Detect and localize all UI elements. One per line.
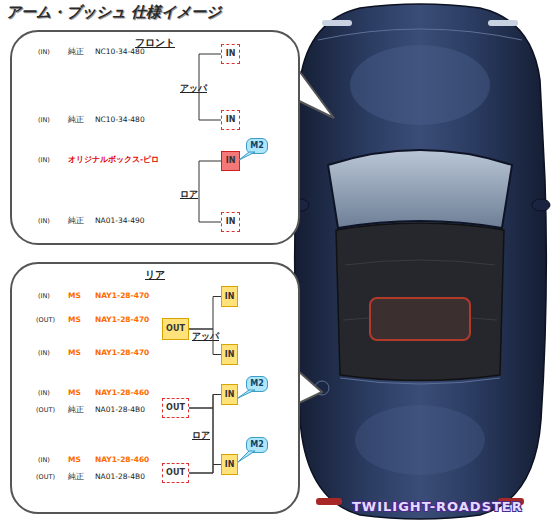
bushing-box: IN: [221, 344, 238, 365]
box-label: OUT: [163, 469, 188, 477]
bushing-box: OUT: [162, 463, 189, 483]
bubble-tail: [297, 68, 334, 118]
bushing-box: IN: [221, 110, 240, 130]
hood-line: [318, 29, 522, 40]
bushing-box: IN: [221, 44, 240, 64]
box-label: IN: [222, 461, 237, 469]
part-number: NA01-28-4B0: [95, 406, 145, 414]
bushing-box: IN: [221, 286, 238, 307]
bushing-box: IN: [221, 151, 240, 171]
port-tag: (OUT): [36, 407, 55, 414]
headlight: [322, 20, 352, 26]
part-number: NA01-28-4B0: [95, 473, 145, 481]
port-tag: (IN): [38, 390, 50, 397]
port-tag: (IN): [38, 350, 50, 357]
box-label: IN: [222, 50, 239, 58]
section-heading: リア: [12, 268, 298, 282]
watermark: TWILIGHT-ROADSTER: [352, 500, 523, 513]
port-tag: (IN): [38, 117, 50, 124]
soft-top: [336, 223, 504, 381]
callout-text: M2: [247, 142, 267, 150]
car-body: [295, 4, 547, 519]
part-number: NC10-34-480: [95, 116, 145, 124]
callout-number: M2: [246, 437, 268, 453]
part-number: オリジナルボックス-ピロ: [68, 156, 159, 164]
part-number: MS: [68, 292, 81, 300]
box-label: OUT: [163, 404, 188, 412]
bushing-box: IN: [221, 384, 238, 405]
port-tag: (IN): [38, 293, 50, 300]
trunk-line: [340, 378, 500, 384]
callout-text: M2: [247, 380, 267, 388]
part-number: MS: [68, 349, 81, 357]
bushing-box: IN: [221, 454, 238, 475]
box-label: IN: [222, 116, 239, 124]
arm-name: ロア: [180, 190, 198, 199]
part-number: 純正: [68, 217, 84, 225]
part-number: MS: [68, 456, 81, 464]
box-label: IN: [222, 351, 237, 359]
part-number: NAY1-28-460: [95, 389, 149, 397]
port-tag: (IN): [38, 457, 50, 464]
hood-highlight: [350, 45, 490, 125]
bubble-tail: [297, 370, 322, 404]
section-heading: フロント: [12, 36, 298, 50]
part-number: 純正: [68, 406, 84, 414]
rear-window: [370, 298, 470, 340]
part-number: NAY1-28-470: [95, 292, 149, 300]
box-label: OUT: [163, 325, 188, 333]
part-number: NC10-34-480: [95, 48, 145, 56]
part-number: 純正: [68, 473, 84, 481]
port-tag: (IN): [38, 157, 50, 164]
part-number: MS: [68, 316, 81, 324]
box-label: IN: [222, 157, 239, 165]
arm-name: アッパ: [180, 84, 207, 93]
callout-bubble: フロントINININM2IN: [10, 30, 300, 245]
box-label: IN: [222, 293, 237, 301]
part-number: 純正: [68, 116, 84, 124]
part-number: MS: [68, 389, 81, 397]
callout-number: M2: [246, 376, 268, 392]
bushing-box: OUT: [162, 318, 189, 340]
box-label: IN: [222, 218, 239, 226]
bushing-box: OUT: [162, 398, 189, 418]
callout-number: M2: [246, 138, 268, 154]
port-tag: (IN): [38, 49, 50, 56]
arm-name: ロア: [192, 431, 210, 440]
port-tag: (OUT): [36, 317, 55, 324]
trunk-highlight: [355, 405, 485, 475]
port-tag: (OUT): [36, 474, 55, 481]
tail-light: [316, 498, 342, 505]
callout-text: M2: [247, 441, 267, 449]
part-number: NAY1-28-470: [95, 349, 149, 357]
windshield: [328, 150, 512, 228]
headlight: [488, 20, 518, 26]
port-tag: (IN): [38, 218, 50, 225]
mirror: [532, 199, 550, 211]
bushing-box: IN: [221, 212, 240, 232]
part-number: NAY1-28-460: [95, 456, 149, 464]
part-number: NAY1-28-470: [95, 316, 149, 324]
part-number: 純正: [68, 48, 84, 56]
arm-name: アッパ: [192, 332, 219, 341]
box-label: IN: [222, 391, 237, 399]
diagram-title: アーム・ブッシュ 仕様イメージ: [6, 3, 221, 22]
part-number: NA01-34-490: [95, 217, 145, 225]
